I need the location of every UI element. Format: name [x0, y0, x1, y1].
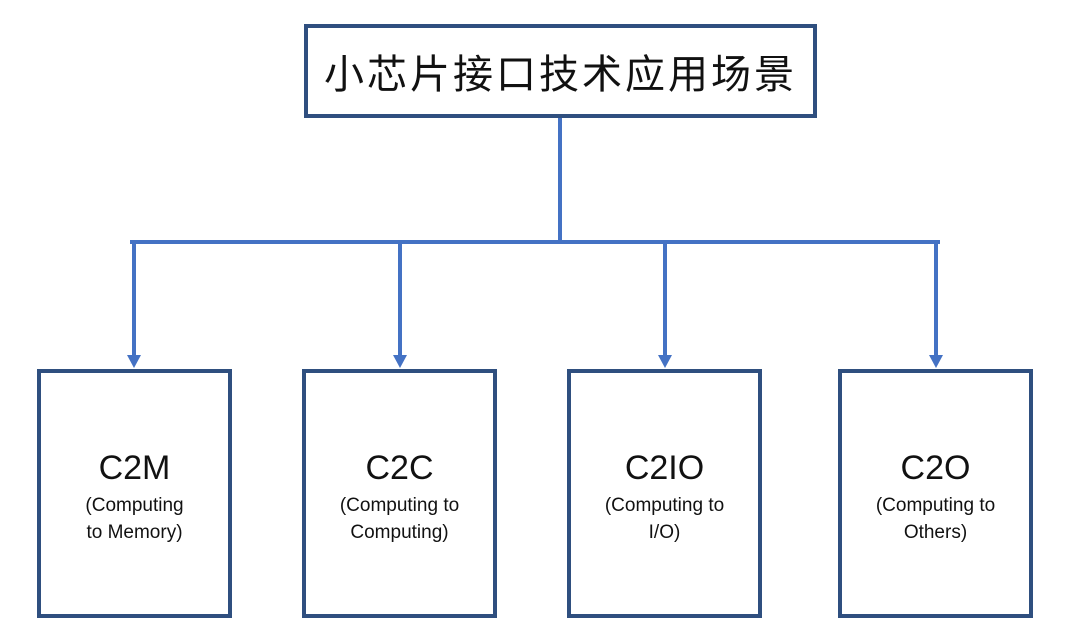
- root-node: 小芯片接口技术应用场景: [304, 24, 817, 118]
- node-c2c-code: C2C: [365, 448, 434, 487]
- node-c2m: C2M (Computing to Memory): [37, 369, 232, 618]
- node-c2io-code: C2IO: [624, 448, 705, 487]
- node-c2o: C2O (Computing to Others): [838, 369, 1033, 618]
- node-c2m-description: (Computing to Memory): [85, 494, 184, 543]
- arrowhead-c2o: [929, 355, 943, 368]
- node-c2io: C2IO (Computing to I/O): [567, 369, 762, 618]
- node-c2o-description: (Computing to Others): [875, 494, 996, 543]
- node-c2c: C2C (Computing to Computing): [302, 369, 497, 618]
- arrowhead-c2io: [658, 355, 672, 368]
- node-c2m-code: C2M: [98, 448, 171, 487]
- arrowhead-c2m: [127, 355, 141, 368]
- node-c2o-code: C2O: [900, 448, 971, 487]
- node-c2io-description: (Computing to I/O): [604, 494, 725, 543]
- arrowhead-c2c: [393, 355, 407, 368]
- root-node-title: 小芯片接口技术应用场景: [324, 52, 797, 98]
- node-c2c-description: (Computing to Computing): [339, 494, 460, 543]
